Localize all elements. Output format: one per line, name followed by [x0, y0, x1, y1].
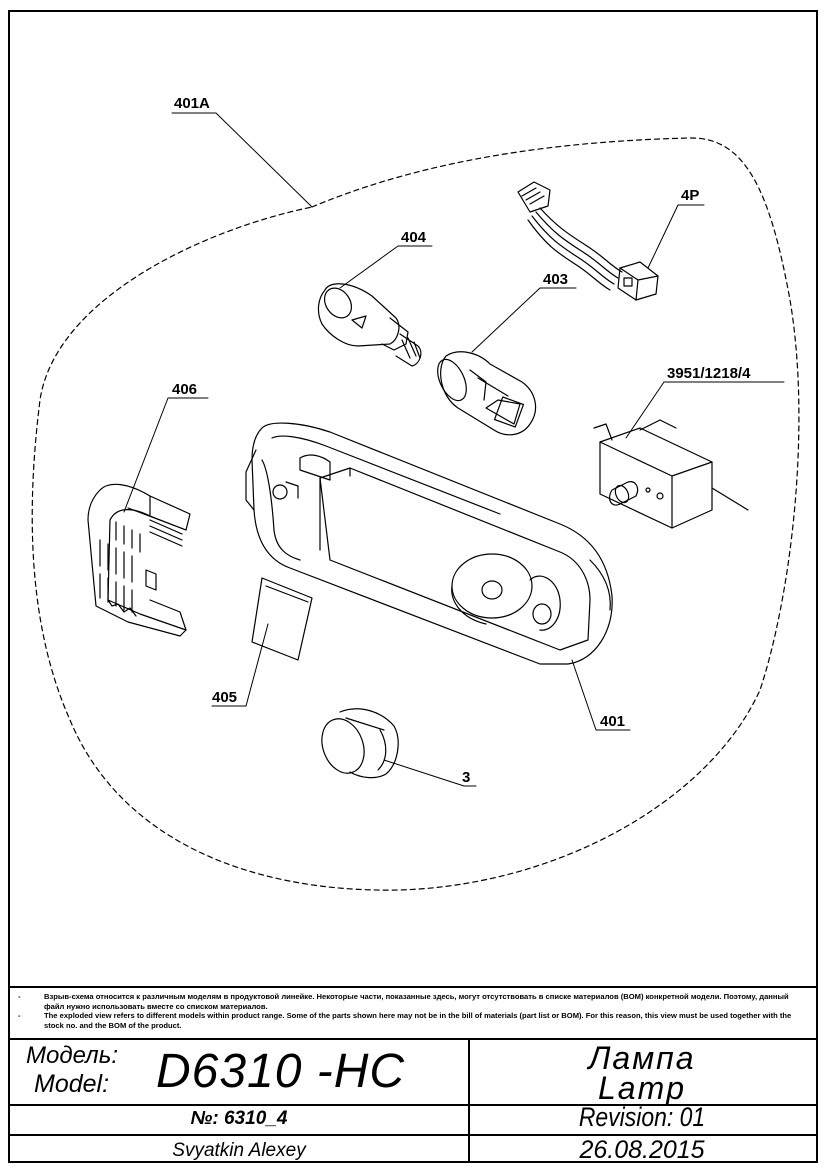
callout-401: 401	[600, 713, 625, 730]
note-ru: - Взрыв-схема относится к различным моде…	[18, 992, 789, 1011]
assembly-boundary-401a	[31, 137, 800, 891]
callout-3: 3	[462, 769, 470, 786]
leader-401a	[171, 112, 313, 208]
callout-3951: 3951/1218/4	[667, 365, 751, 382]
lamp-bulb-404	[317, 283, 422, 367]
model-label-en: Model:	[34, 1070, 110, 1098]
model-code: D6310 -HC	[156, 1045, 406, 1098]
note-en: - The exploded view refers to different …	[18, 1011, 792, 1030]
lamp-cover-406	[87, 483, 191, 637]
title-block-divider	[468, 1040, 470, 1163]
thermostat-switch-3951	[593, 419, 749, 529]
title-block-rule-1	[10, 1104, 816, 1106]
document-number: №: 6310_4	[190, 1108, 288, 1129]
revision: Revision: 01	[578, 1102, 706, 1132]
date: 26.08.2015	[579, 1136, 705, 1164]
callout-403: 403	[543, 271, 568, 288]
note-ru-text: Взрыв-схема относится к различным моделя…	[44, 992, 789, 1011]
wire-harness-4p	[517, 181, 659, 301]
callout-4p: 4P	[681, 187, 699, 204]
leader-405	[211, 623, 269, 707]
part-title-en: Lamp	[597, 1070, 687, 1106]
disclaimer-notes: - Взрыв-схема относится к различным моде…	[10, 986, 816, 1038]
sheet-border	[8, 10, 818, 1163]
callout-401a: 401A	[174, 95, 210, 112]
part-title-ru: Лампа	[588, 1040, 696, 1076]
leader-403	[471, 287, 577, 353]
leader-3	[383, 759, 477, 787]
model-label-ru: Модель:	[26, 1042, 118, 1069]
leader-406	[123, 397, 209, 513]
exploded-view-drawing: 401A 4P 404 403 3951/1218/4 406 405 401 …	[31, 95, 800, 891]
control-knob-3	[321, 708, 399, 779]
title-block-rule-2	[10, 1134, 816, 1136]
callout-405: 405	[212, 689, 237, 706]
label-sticker-405	[251, 577, 313, 661]
leader-401	[571, 659, 631, 731]
callout-labels: 401A 4P 404 403 3951/1218/4 406 405 401 …	[172, 95, 751, 786]
lamp-holder-403	[437, 351, 537, 436]
lamp-housing-401	[245, 422, 613, 665]
title-block: Модель: Model: D6310 -HC Лампа Lamp №: 6…	[10, 1038, 816, 1164]
leader-404	[339, 245, 433, 289]
leader-4p	[647, 204, 705, 269]
author: Svyatkin Alexey	[172, 1140, 306, 1161]
leader-3951	[625, 381, 785, 439]
note-en-text: The exploded view refers to different mo…	[44, 1011, 792, 1030]
leader-lines	[123, 112, 785, 787]
callout-404: 404	[401, 229, 427, 246]
callout-406: 406	[172, 381, 197, 398]
